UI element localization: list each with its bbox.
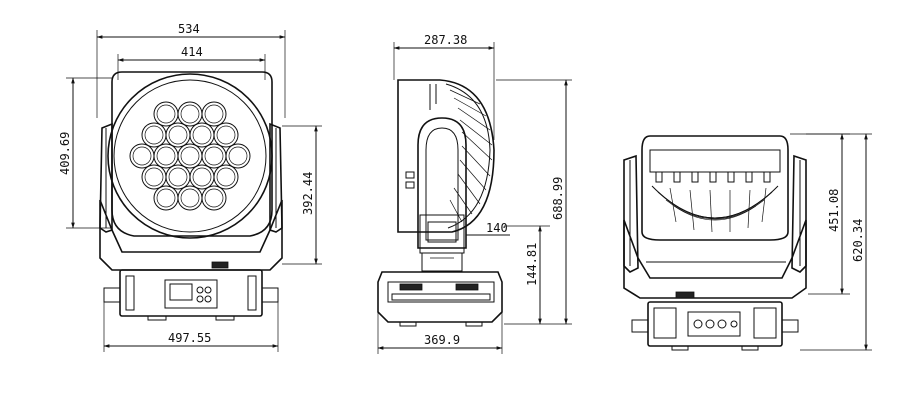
dim-front-lens-width: 414	[181, 45, 203, 59]
front-view: 534 414 409.69 392.44 497.55	[58, 22, 322, 352]
dim-back-yoke-height: 451.08	[827, 189, 841, 232]
dim-front-base-width: 497.55	[168, 331, 211, 345]
dim-side-total-height: 688.99	[551, 177, 565, 220]
dim-front-yoke-height: 392.44	[301, 172, 315, 215]
dim-side-base-inner: 140	[486, 221, 508, 235]
back-view: 451.08 620.34	[623, 133, 872, 351]
side-view: 287.38 688.99 140 144.81 369.9	[377, 33, 572, 354]
dim-side-base-width: 369.9	[424, 333, 460, 347]
led-lens-array	[129, 101, 251, 211]
dim-back-total-height: 620.34	[851, 219, 865, 262]
back-fin-grid	[651, 171, 779, 233]
dim-side-base-height: 144.81	[525, 243, 539, 286]
dim-front-overall-width: 534	[178, 22, 200, 36]
dim-front-left-height: 409.69	[58, 132, 72, 175]
cooling-fins	[445, 83, 493, 229]
dim-side-depth: 287.38	[424, 33, 467, 47]
